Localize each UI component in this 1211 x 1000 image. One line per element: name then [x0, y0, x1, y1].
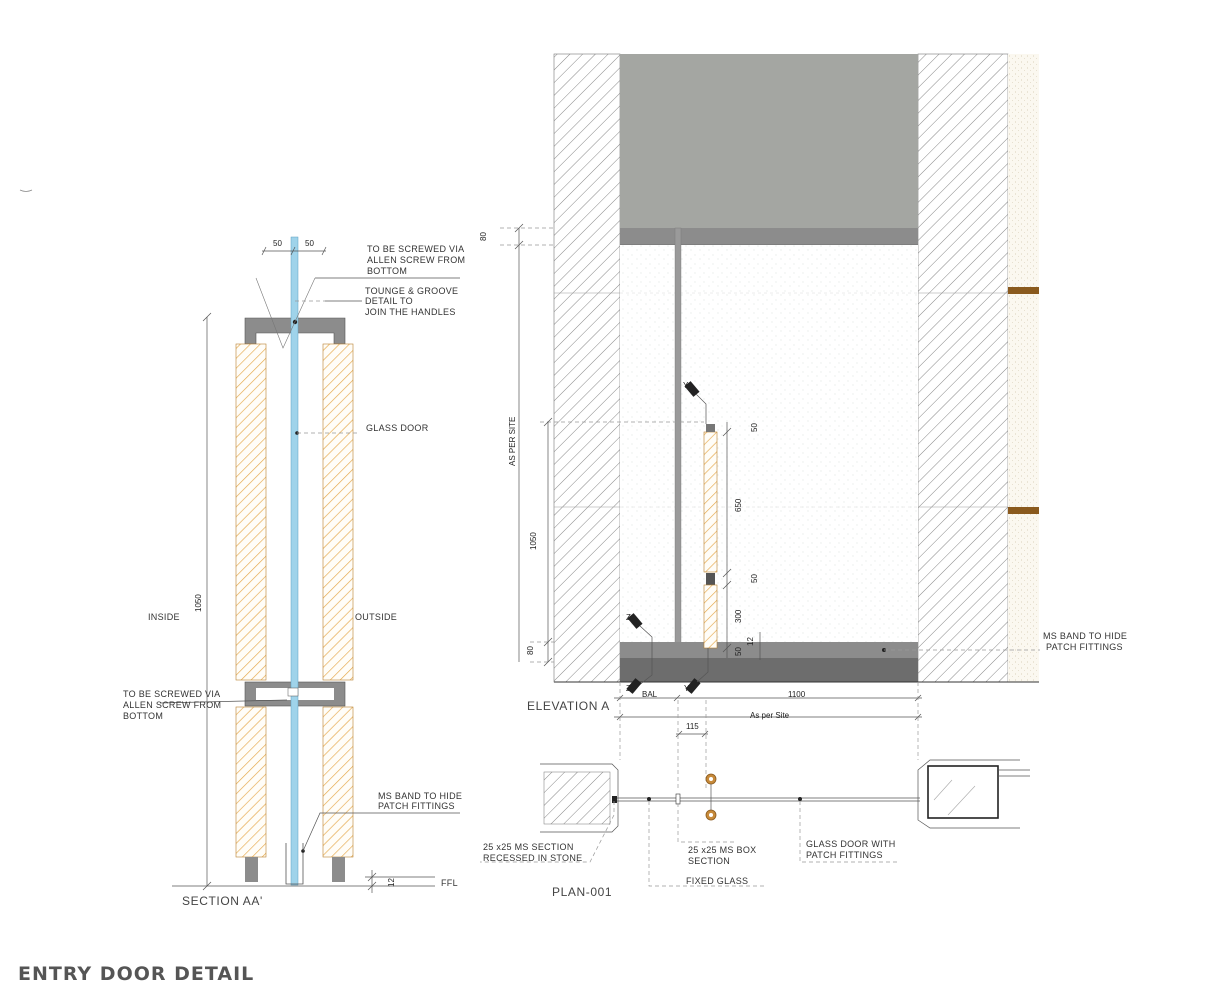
note-ms-box-section: 25 x25 MS BOX SECTION	[688, 845, 759, 866]
elev-dim-115: 115	[686, 722, 699, 731]
section-marker-y-top: Y	[683, 381, 707, 424]
wall-band-upper	[1008, 287, 1039, 294]
elevation-title: ELEVATION A	[527, 699, 610, 713]
note-ms-section: 25 x25 MS SECTION RECESSED IN STONE	[483, 842, 582, 863]
sec-dim-50-right: 50	[305, 239, 314, 248]
elev-dim-as-per-site: As per Site	[750, 711, 790, 720]
inside-lower-handle	[235, 706, 267, 858]
elevation-a: Y Z Z Y 80 AS PER SITE 1050	[479, 53, 1130, 790]
left-stone-pillar	[553, 53, 621, 683]
plan-001: 25 x25 MS SECTION RECESSED IN STONE 25 x…	[480, 759, 1030, 899]
section-title: SECTION AA'	[182, 894, 263, 908]
section-marker-z-top: Z	[626, 613, 653, 687]
elev-dim-50-b: 50	[750, 574, 759, 583]
svg-text:Y: Y	[684, 684, 690, 693]
glass-area	[620, 245, 918, 642]
outside-upper-handle	[322, 343, 354, 681]
elev-dim-as-per-site-vert: AS PER SITE	[508, 417, 517, 466]
note-tongue-groove: TOUNGE & GROOVE DETAIL TO JOIN THE HANDL…	[365, 286, 461, 317]
svg-text:Y: Y	[683, 381, 689, 390]
top-rail	[620, 228, 918, 245]
sec-dim-50-left: 50	[273, 239, 282, 248]
elev-dim-1050: 1050	[529, 532, 538, 550]
plan-pillar-box	[927, 765, 999, 819]
svg-text:Z: Z	[626, 613, 631, 622]
note-ms-band-elevation: MS BAND TO HIDE PATCH FITTINGS	[1043, 631, 1130, 652]
wall-band-lower	[1008, 507, 1039, 514]
top-fixed-panel	[620, 54, 918, 228]
label-outside: OUTSIDE	[355, 612, 397, 622]
elev-dim-80-bottom: 80	[526, 646, 535, 655]
inside-upper-handle	[235, 343, 267, 681]
sec-dim-1050: 1050	[194, 594, 203, 612]
sec-dim-12: 12	[387, 878, 396, 887]
note-fixed-glass: FIXED GLASS	[686, 876, 748, 886]
section-marker-z-bottom: Z	[626, 678, 642, 694]
exterior-wall	[1008, 54, 1039, 682]
plan-title: PLAN-001	[552, 885, 612, 899]
note-screw-top: TO BE SCREWED VIA ALLEN SCREW FROM BOTTO…	[367, 244, 468, 276]
handle-upper	[703, 431, 718, 573]
note-screw-bottom: TO BE SCREWED VIA ALLEN SCREW FROM BOTTO…	[123, 689, 224, 721]
divider-post	[674, 227, 682, 659]
section-aa: 50 50 1050 12 FFL INSIDE OUTSIDE TO BE S…	[123, 236, 468, 908]
glass-door-pane	[290, 236, 299, 886]
outside-lower-handle	[322, 706, 354, 858]
right-stone-pillar	[917, 53, 1009, 683]
bottom-ms-band	[620, 642, 918, 658]
elev-dim-80-top: 80	[479, 232, 488, 241]
floor-base	[620, 658, 918, 682]
elev-dim-650: 650	[734, 498, 743, 512]
section-marker-y-bottom: Y	[684, 648, 709, 694]
elev-dim-bal: BAL	[642, 690, 658, 699]
note-ms-band-section: MS BAND TO HIDE PATCH FITTINGS	[378, 791, 465, 811]
page-title: ENTRY DOOR DETAIL	[18, 963, 254, 985]
note-glass-door: GLASS DOOR	[366, 423, 429, 433]
elev-dim-50-c: 50	[734, 647, 743, 656]
svg-text:Z: Z	[626, 684, 631, 693]
elev-dim-50-a: 50	[750, 423, 759, 432]
label-inside: INSIDE	[148, 612, 180, 622]
note-glass-door-patch: GLASS DOOR WITH PATCH FITTINGS	[806, 839, 898, 860]
elev-dim-12: 12	[746, 637, 755, 646]
elev-dim-1100: 1100	[788, 690, 806, 699]
handle-lower	[703, 584, 718, 649]
elev-dim-300: 300	[734, 609, 743, 623]
label-ffl: FFL	[441, 878, 458, 888]
